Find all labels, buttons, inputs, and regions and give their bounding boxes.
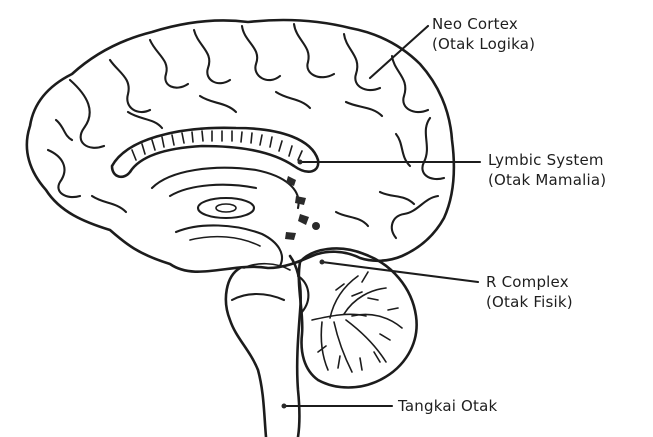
- brainstem-label: Tangkai Otak: [398, 396, 497, 416]
- cortex-folds: [48, 24, 444, 238]
- arbor-vitae: [312, 272, 402, 372]
- neo-cortex-desc: (Otak Logika): [432, 34, 535, 54]
- r-complex-name: R Complex: [486, 272, 573, 292]
- lymbic-system-desc: (Otak Mamalia): [488, 170, 606, 190]
- r-complex-pointer-dot: [320, 260, 325, 265]
- neo-cortex-name: Neo Cortex: [432, 14, 535, 34]
- hippocampus: [176, 225, 282, 266]
- corpus-callosum: [112, 128, 318, 177]
- lymbic-system-name: Lymbic System: [488, 150, 606, 170]
- leader-lines: [284, 26, 480, 406]
- fornix: [152, 168, 299, 208]
- lymbic-pointer-dot: [298, 160, 303, 165]
- neo-cortex-label: Neo Cortex (Otak Logika): [432, 14, 535, 54]
- ventricle: [198, 198, 254, 218]
- cerebrum-outline: [27, 20, 454, 272]
- r-complex-desc: (Otak Fisik): [486, 292, 573, 312]
- lymbic-system-label: Lymbic System (Otak Mamalia): [488, 150, 606, 190]
- r-complex-label: R Complex (Otak Fisik): [486, 272, 573, 312]
- brainstem-name: Tangkai Otak: [398, 396, 497, 416]
- brainstem-pointer-dot: [282, 404, 287, 409]
- cerebellum-outline: [299, 248, 417, 387]
